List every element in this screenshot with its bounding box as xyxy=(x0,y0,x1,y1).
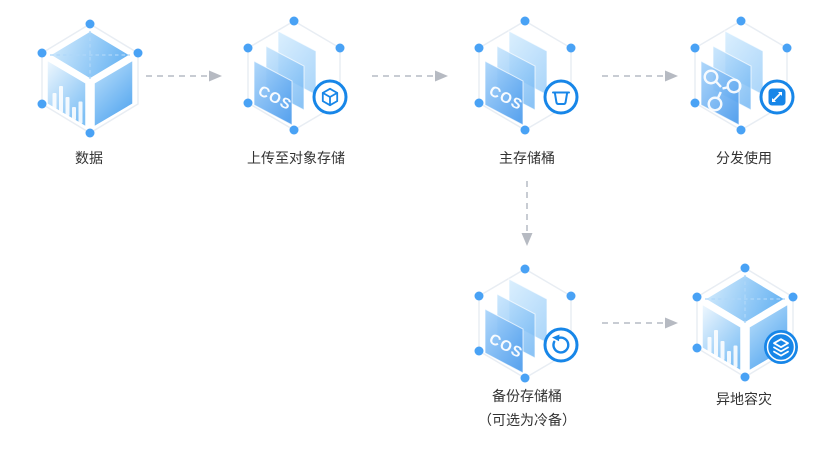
cube-data-icon xyxy=(685,260,805,385)
flow-arrow-data-to-upload xyxy=(146,68,226,84)
cos-layers-icon: COS xyxy=(234,15,354,140)
vertex-dots xyxy=(692,263,798,382)
node-label-backup-bucket: 备份存储桶 xyxy=(492,388,562,404)
cos-layers-icon: COS xyxy=(465,15,585,140)
node-label-data: 数据 xyxy=(75,150,103,166)
node-label-upload: 上传至对象存储 xyxy=(247,150,345,166)
network-layers-icon xyxy=(681,15,801,140)
bucket-badge-icon xyxy=(543,79,579,115)
node-label-remote-dr: 异地容灾 xyxy=(716,391,772,407)
flow-arrow-primary-to-distribute xyxy=(602,68,682,84)
cube-badge-icon xyxy=(312,79,348,115)
node-sublabel-backup-bucket: （可选为冷备） xyxy=(478,412,576,428)
flow-arrow-upload-to-primary xyxy=(372,68,452,84)
bar-chart-glyph xyxy=(52,86,83,124)
flow-arrow-primary-to-backup xyxy=(519,181,535,249)
restore-badge-icon xyxy=(543,327,579,363)
network-glyph xyxy=(703,69,742,112)
layers-badge-icon xyxy=(764,330,798,364)
cos-layers-icon: COS xyxy=(465,263,585,388)
bar-chart-glyph xyxy=(707,330,738,368)
cube-data-icon xyxy=(30,16,150,141)
expand-arrows-badge-icon xyxy=(759,79,795,115)
node-label-distribute: 分发使用 xyxy=(716,150,772,166)
vertex-dots xyxy=(37,19,143,138)
flow-arrow-backup-to-remote xyxy=(602,315,682,331)
node-label-primary-bucket: 主存储桶 xyxy=(499,150,555,166)
